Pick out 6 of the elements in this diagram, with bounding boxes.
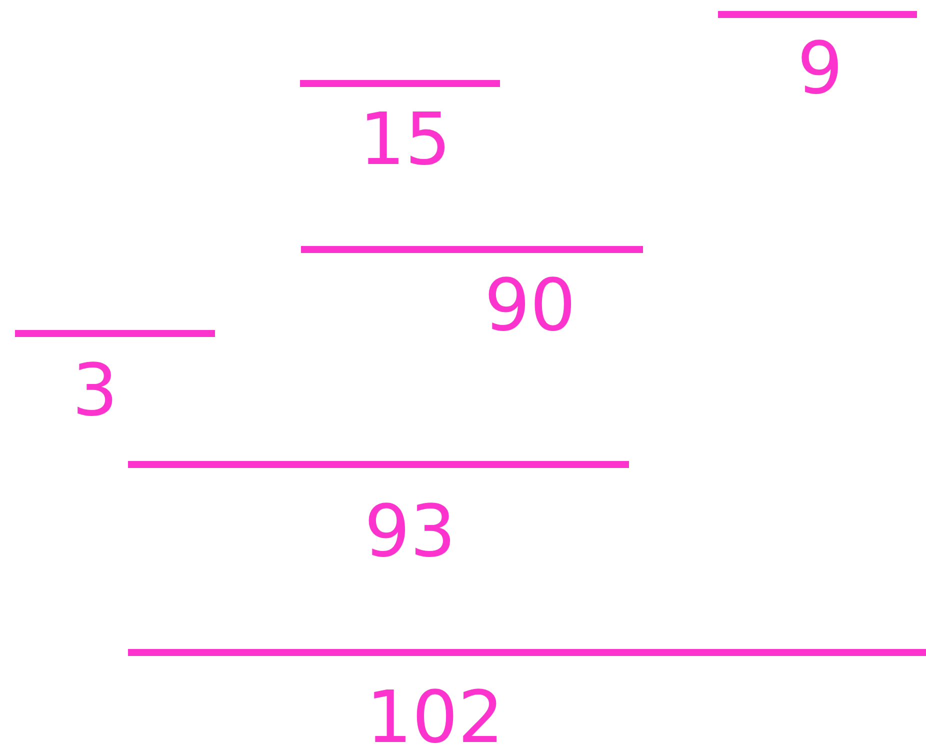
number-label: 102 xyxy=(366,681,504,750)
number-label: 15 xyxy=(359,103,451,175)
number-label: 9 xyxy=(797,32,843,104)
number-label: 90 xyxy=(484,269,576,341)
number-label: 93 xyxy=(364,495,456,567)
number-label: 3 xyxy=(72,354,118,426)
